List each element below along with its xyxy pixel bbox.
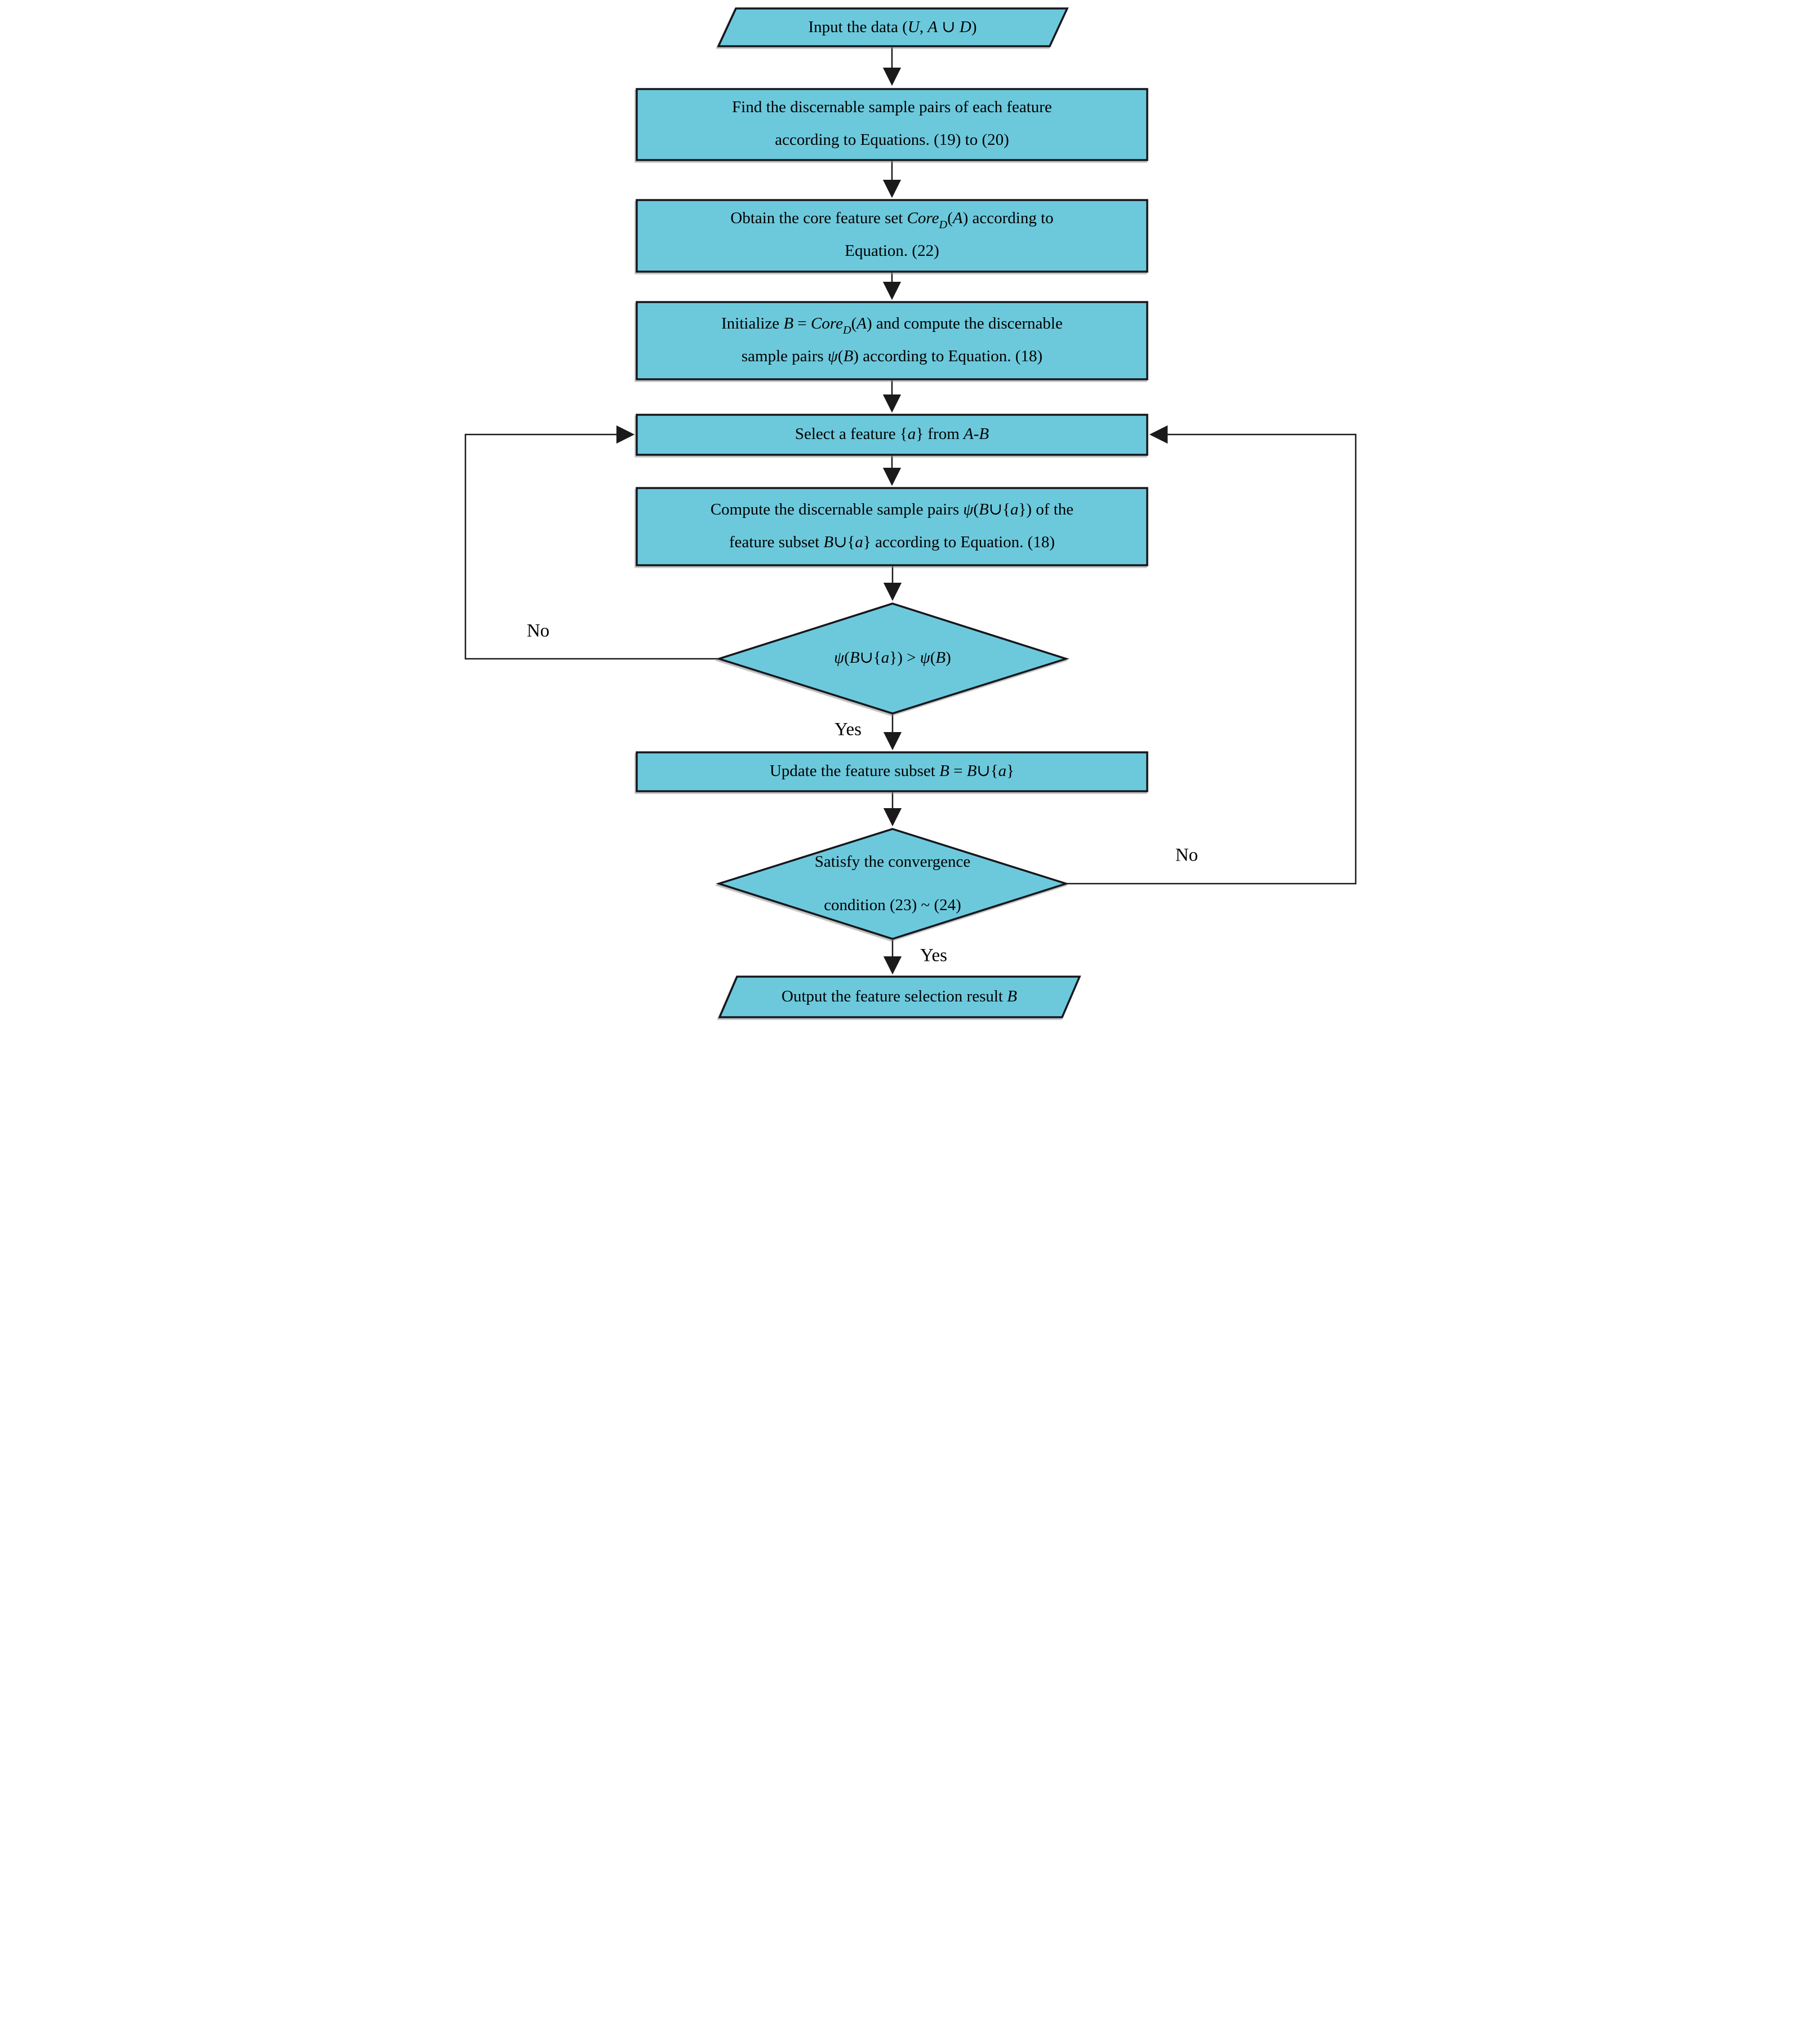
- node-input-text: Input the data (U, A ∪ D): [808, 18, 976, 36]
- node-compute-shape: [635, 487, 1148, 566]
- node-input-shape: [716, 7, 1069, 47]
- node-initialize-text: Initialize B = CoreD(A) and compute the …: [721, 314, 1063, 365]
- node-decision1-text: ψ(B∪{a}) > ψ(B): [834, 649, 951, 667]
- node-compute-text: Compute the discernable sample pairs ψ(B…: [710, 500, 1073, 551]
- node-obtain-shape: [635, 199, 1148, 273]
- node-update-text: Update the feature subset B = B∪{a}: [769, 762, 1014, 780]
- label-no-decision1: No: [526, 621, 549, 641]
- node-update-shape: [635, 751, 1148, 792]
- node-output-text: Output the feature selection result B: [782, 987, 1017, 1005]
- label-no-decision2: No: [1175, 845, 1197, 866]
- node-find-text: Find the discernable sample pairs of eac…: [732, 98, 1052, 149]
- node-find-shape: [635, 88, 1148, 161]
- node-select-shape: [635, 414, 1148, 456]
- node-obtain-text: Obtain the core feature set CoreD(A) acc…: [730, 209, 1053, 260]
- node-decision1-shape: [715, 602, 1069, 715]
- node-decision2-shape: [715, 828, 1069, 940]
- node-select-text: Select a feature {a} from A-B: [794, 425, 989, 443]
- label-yes-decision1: Yes: [834, 720, 861, 740]
- flowchart-figure: Input the data (U, A ∪ D) Find the disce…: [455, 0, 1365, 1022]
- edge-decision1-no-loop: [464, 425, 718, 660]
- node-initialize-shape: [635, 301, 1148, 380]
- flowchart-canvas: Input the data (U, A ∪ D) Find the disce…: [464, 7, 1356, 1018]
- edge-decision2-no-loop: [1067, 425, 1356, 885]
- node-output-shape: [717, 976, 1081, 1018]
- label-yes-decision2: Yes: [920, 946, 947, 966]
